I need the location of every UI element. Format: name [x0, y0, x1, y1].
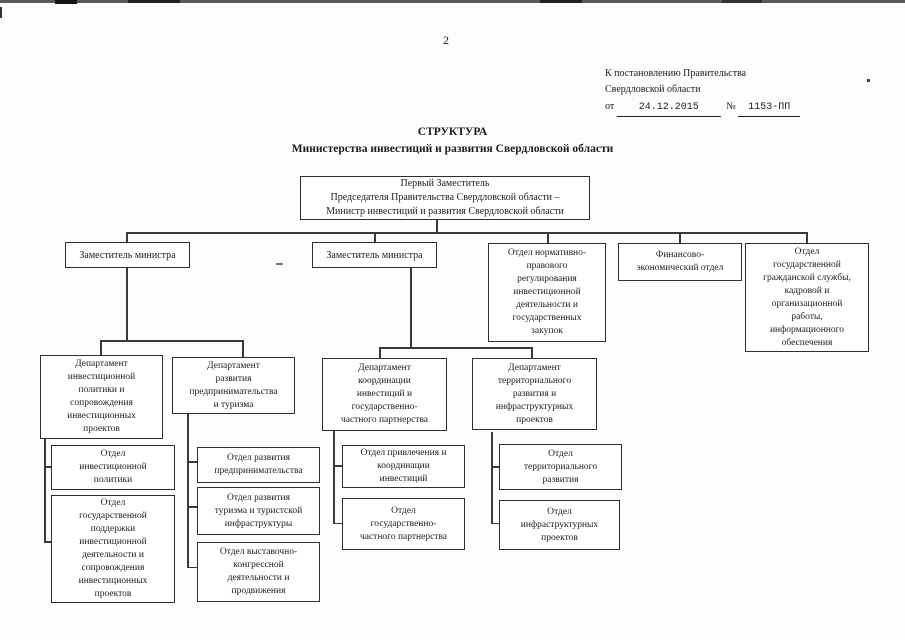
connector-line [436, 219, 438, 233]
connector-line [333, 431, 335, 524]
connector-line [379, 347, 532, 349]
connector-line [333, 522, 343, 525]
connector-line [547, 232, 549, 244]
reference-line-2: Свердловской области [605, 84, 701, 95]
reference-line-3: от 24.12.2015 № 1153-ПП [605, 99, 835, 117]
connector-line [126, 268, 128, 341]
connector-line [491, 432, 493, 524]
org-node-infrastructure-projects-unit: Отдел инфраструктурных проектов [499, 500, 620, 550]
reference-number: 1153-ПП [738, 100, 801, 117]
org-node-deputy-minister-2: Заместитель министра [312, 242, 437, 268]
org-node-investment-attraction-unit: Отдел привлечения и координации инвестиц… [342, 445, 465, 488]
connector-line [44, 541, 52, 543]
connector-line [126, 232, 808, 234]
org-node-ppp-unit: Отдел государственно- частного партнерст… [342, 498, 465, 550]
connector-line [100, 340, 243, 342]
scan-artifact [867, 79, 870, 82]
connector-line [242, 340, 244, 358]
org-node-business-tourism-department: Департамент развития предпринимательства… [172, 357, 295, 414]
org-node-state-support-unit: Отдел государственной поддержки инвестиц… [51, 495, 175, 603]
org-node-investment-coordination-department: Департамент координации инвестиций и гос… [322, 358, 447, 431]
connector-line [491, 466, 500, 468]
connector-line [531, 347, 533, 359]
connector-line [679, 232, 681, 244]
reference-numero-sign: № [726, 101, 736, 112]
scan-artifact [0, 0, 905, 3]
connector-line [333, 465, 343, 467]
connector-line [187, 461, 198, 463]
scan-artifact [0, 7, 2, 18]
connector-line [491, 522, 500, 525]
connector-line [187, 506, 198, 508]
document-title: СТРУКТУРА [417, 126, 488, 138]
scan-artifact [276, 263, 283, 265]
org-node-expo-congress-unit: Отдел выставочно- конгрессной деятельнос… [197, 542, 320, 602]
document-subtitle: Министерства инвестиций и развития Сверд… [291, 143, 614, 155]
org-node-territorial-development-department: Департамент территориального развития и … [472, 358, 597, 430]
org-node-first-deputy-minister: Первый Заместитель Председателя Правител… [300, 176, 590, 220]
connector-line [410, 268, 412, 348]
connector-line [44, 439, 46, 543]
org-node-civil-service-dept: Отдел государственной гражданской службы… [745, 243, 869, 352]
connector-line [806, 232, 808, 244]
scan-artifact [722, 0, 762, 3]
org-node-deputy-minister-1: Заместитель министра [65, 242, 190, 268]
reference-prefix: от [605, 101, 615, 112]
connector-line [100, 340, 102, 356]
org-node-legal-regulation-dept: Отдел нормативно- правового регулировани… [488, 243, 606, 342]
connector-line [187, 414, 189, 568]
scan-artifact [540, 0, 582, 3]
scan-artifact [55, 0, 77, 4]
org-node-investment-policy-department: Департамент инвестиционной политики и со… [40, 355, 163, 439]
scan-artifact [128, 0, 180, 3]
connector-line [379, 347, 381, 359]
page-number: 2 [443, 33, 449, 47]
org-node-investment-policy-unit: Отдел инвестиционной политики [51, 445, 175, 490]
org-node-territorial-development-unit: Отдел территориального развития [499, 444, 622, 490]
org-node-finance-economic-dept: Финансово- экономический отдел [618, 243, 742, 281]
org-node-tourism-development-unit: Отдел развития туризма и туристской инфр… [197, 487, 320, 535]
reference-date: 24.12.2015 [616, 100, 721, 117]
connector-line [187, 566, 198, 569]
org-node-business-development-unit: Отдел развития предпринимательства [197, 447, 320, 483]
reference-line-1: К постановлению Правительства [605, 68, 747, 79]
connector-line [374, 232, 376, 243]
connector-line [44, 466, 52, 468]
reference-block: К постановлению Правительства Свердловск… [605, 66, 835, 117]
connector-line [126, 232, 128, 243]
